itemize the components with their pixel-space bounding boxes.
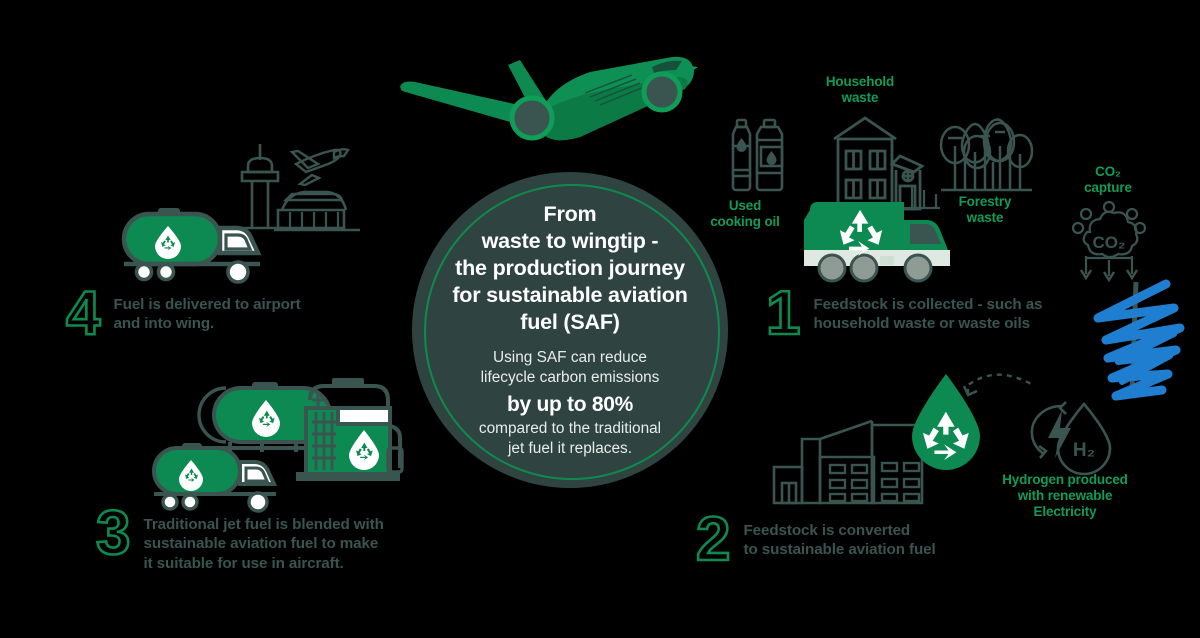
center-title-line-1: From	[543, 202, 597, 227]
step-1-text: Feedstock is collected - such as househo…	[813, 288, 1042, 334]
co2-cloud-text: CO₂	[1092, 233, 1125, 252]
label-hydrogen-line-3: Electricity	[1033, 504, 1097, 520]
center-title-line-2: waste to wingtip -	[481, 229, 659, 254]
saf-droplet-icon	[908, 372, 984, 472]
co2-capture-icon: CO₂	[1070, 200, 1148, 284]
label-forestry-waste: Forestry waste	[930, 194, 1040, 226]
step-2-text: Feedstock is converted to sustainable av…	[743, 514, 935, 560]
forestry-trees-icon	[938, 112, 1034, 196]
airport-terminal-icon	[234, 142, 364, 236]
factory-icon	[772, 395, 972, 505]
step-2-number: 2	[695, 505, 732, 574]
label-forestry-line-2: waste	[966, 210, 1004, 226]
label-hydrogen-line-1: Hydrogen produced	[1002, 472, 1128, 487]
step-4: 4 Fuel is delivered to airport and into …	[65, 279, 366, 348]
label-co2-capture: CO₂ capture	[1068, 164, 1148, 196]
label-cooking-line-1: Used	[728, 198, 762, 213]
storage-tank-icon	[197, 378, 348, 460]
tanker-truck-icon-delivery	[116, 206, 280, 290]
center-title-line-4: for sustainable aviation	[452, 283, 688, 308]
center-subtitle: Using SAF can reduce lifecycle carbon em…	[435, 348, 705, 459]
center-title-line-5: fuel (SAF)	[520, 310, 620, 335]
center-sub-line-2: lifecycle carbon emissions	[480, 368, 660, 386]
center-title-line-3: the production journey	[455, 256, 685, 281]
label-hydrogen-line-2: with renewable	[1017, 488, 1113, 504]
step-3-line-3: it suitable for use in aircraft.	[143, 554, 344, 572]
step-3-number: 3	[95, 499, 132, 568]
step-4-number: 4	[65, 279, 102, 348]
cooking-oil-bottles-icon	[728, 118, 806, 196]
step-3-line-2: sustainable aviation fuel to make	[143, 535, 379, 553]
step-3-line-1: Traditional jet fuel is blended with	[143, 516, 384, 533]
label-forestry-line-1: Forestry	[958, 194, 1012, 209]
step-4-line-2: and into wing.	[113, 315, 215, 333]
step-2-line-1: Feedstock is converted	[743, 522, 911, 539]
h2-droplet-text: H₂	[1073, 440, 1095, 461]
center-circle: From waste to wingtip - the production j…	[412, 172, 728, 488]
label-household-waste: Household waste	[800, 74, 920, 106]
step-2-line-2: to sustainable aviation fuel	[743, 541, 936, 559]
center-text-block: From waste to wingtip - the production j…	[435, 201, 705, 459]
center-sub-line-3: compared to the traditional	[478, 419, 662, 437]
label-household-line-2: waste	[841, 90, 879, 106]
step-3-text: Traditional jet fuel is blended with sus…	[143, 508, 383, 573]
step-1-line-2: household waste or waste oils	[813, 315, 1031, 333]
tanker-truck-icon-blend	[146, 442, 296, 518]
airplane-icon	[380, 45, 720, 155]
blue-scribble-annotation	[1088, 278, 1193, 401]
dashed-arrow-icon	[962, 370, 1038, 400]
step-1-number: 1	[765, 279, 802, 348]
step-1-line-1: Feedstock is collected - such as	[813, 296, 1043, 313]
label-co2-line-2: capture	[1084, 180, 1132, 196]
center-sub-line-1: Using SAF can reduce	[493, 348, 647, 366]
step-4-line-1: Fuel is delivered to airport	[113, 296, 301, 313]
label-hydrogen: Hydrogen produced with renewable Electri…	[990, 472, 1140, 520]
step-1: 1 Feedstock is collected - such as house…	[765, 279, 1096, 348]
label-household-line-1: Household	[825, 74, 895, 89]
hydrogen-icon: H₂	[1022, 396, 1118, 476]
label-co2-line-1: CO₂	[1095, 164, 1121, 179]
label-cooking-line-2: cooking oil	[710, 214, 780, 230]
recycling-truck-icon	[800, 186, 990, 294]
center-title: From waste to wingtip - the production j…	[435, 201, 705, 336]
step-2: 2 Feedstock is converted to sustainable …	[695, 505, 1016, 574]
center-sub-line-4: jet fuel it replaces.	[507, 439, 633, 457]
center-highlight: by up to 80%	[507, 392, 633, 416]
step-4-text: Fuel is delivered to airport and into wi…	[113, 288, 300, 334]
refinery-tank-icon	[292, 372, 404, 490]
label-used-cooking-oil: Used cooking oil	[690, 198, 800, 230]
step-3: 3 Traditional jet fuel is blended with s…	[95, 499, 436, 573]
